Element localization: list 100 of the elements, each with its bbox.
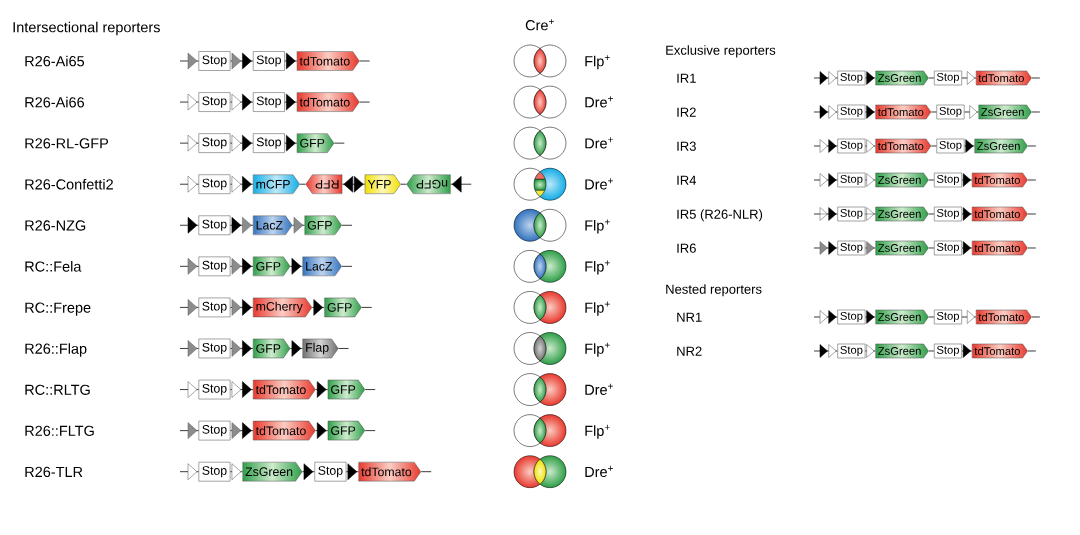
backbone-line [315,381,329,398]
backbone-line [338,348,349,349]
construct-name: NR2 [677,346,702,356]
construct-name: IR1 [677,73,696,83]
stop-box: Stop [198,338,231,359]
construct-name: R26-RL-GFP [25,138,109,149]
gene-box: ZsGreen [974,138,1028,154]
backbone-line [345,463,359,480]
backbone-line [302,463,315,480]
stop-box: Stop [936,104,965,120]
backbone-line [865,71,876,85]
backbone-line [865,105,876,119]
construct-name: IR6 [677,243,696,253]
backbone-line [179,340,199,357]
gene-box: GFP [327,420,366,441]
backbone-line [229,52,254,70]
gene-box: Flap [302,338,339,359]
construct-name: RC::RLTG [25,384,90,395]
backbone-line [928,247,935,249]
gene-box: mCherry [252,297,313,318]
backbone-line [229,299,254,316]
gene-box: GFP [252,338,291,359]
recombinase-label: Flp$^{+}$ [585,301,610,316]
backbone-line [1027,213,1037,215]
backbone-line [865,344,876,358]
construct-name: IR5 (R26-NLR) [677,209,763,222]
gene-box: ZsGreen [875,172,929,188]
gene-box: tdTomato [296,92,360,112]
backbone-line [229,340,254,357]
gene-box: YFP [364,174,401,194]
backbone-line [961,207,973,221]
backbone-line [813,241,838,255]
backbone-line [930,111,937,113]
backbone-line [179,422,199,439]
backbone-line [179,52,199,70]
backbone-line [961,173,973,187]
backbone-line [813,105,838,119]
recombinase-label: Dre$^{+}$ [585,137,613,149]
backbone-line [813,207,838,221]
backbone-line [229,217,254,234]
backbone-line [928,77,935,79]
backbone-line [359,101,371,103]
stop-box: Stop [933,343,962,359]
stop-box: Stop [252,133,285,153]
recombinase-label: Dre$^{+}$ [585,465,613,478]
recombinase-label: Dre$^{+}$ [585,383,613,395]
gene-box: ZsGreen [875,309,929,325]
stop-box: Stop [933,206,962,222]
recombinase-label: Flp$^{+}$ [585,424,610,439]
backbone-line [1027,145,1037,147]
stop-box: Stop [198,297,231,318]
gene-box: tdTomato [971,240,1028,256]
recombinase-label: Dre$^{+}$ [585,178,613,190]
recombinase-label: Flp$^{+}$ [585,342,610,357]
backbone-line [179,217,199,234]
gene-box: tdTomato [358,461,422,482]
stop-box: Stop [837,309,866,325]
gene-box: tdTomato [252,420,316,441]
gene-box: tdTomato [971,172,1028,188]
backbone-line [964,105,979,119]
backbone-line [361,306,373,308]
gene-box: LacZ [302,256,342,277]
gene-box: mCFP [252,174,300,194]
backbone-line [450,175,472,193]
backbone-line [364,430,376,432]
recombinase-label: Dre$^{+}$ [585,96,613,108]
backbone-line [865,241,876,255]
construct-name: R26-Confetti2 [25,178,113,190]
construct-name: R26-TLR [25,466,83,478]
backbone-line [341,224,353,226]
gene-box: ZsGreen [978,104,1032,120]
backbone-line [961,241,973,255]
backbone-line [341,265,353,267]
recombinase-label: Flp$^{+}$ [585,219,610,234]
backbone-line [961,344,973,358]
construct-name: RC::Frepe [25,302,91,316]
backbone-line [311,299,325,316]
backbone-line [229,134,254,152]
backbone-line [292,217,305,234]
stop-box: Stop [936,138,965,154]
gene-box: ZsGreen [242,461,303,482]
gene-box: tdTomato [875,138,932,154]
backbone-line [813,173,838,187]
recombinase-label: Flp$^{+}$ [585,260,610,275]
backbone-line [179,134,199,152]
construct-name: R26::FLTG [25,425,94,436]
backbone-line [229,258,254,275]
gene-box: GFP [304,215,342,236]
stop-box: Stop [198,51,231,71]
stop-box: Stop [933,240,962,256]
backbone-line [229,463,243,480]
stop-box: Stop [198,256,231,277]
backbone-line [865,310,876,324]
gene-box: LacZ [252,215,293,236]
construct-name: RC::Fela [25,261,82,272]
backbone-line [928,213,935,215]
backbone-line [928,350,935,352]
backbone-line [1027,247,1037,249]
backbone-line [813,310,838,324]
backbone-line [961,310,977,324]
